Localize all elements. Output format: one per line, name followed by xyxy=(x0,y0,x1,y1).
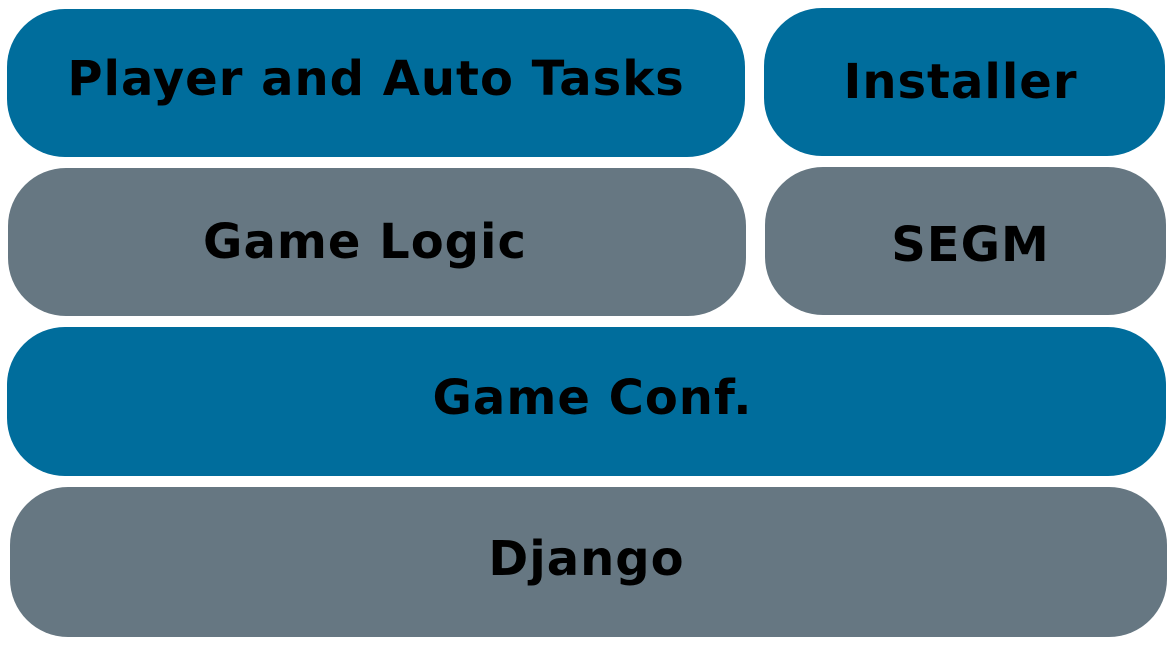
segm-label: SEGM xyxy=(891,217,1050,273)
django-block: Django xyxy=(10,487,1167,637)
django-label: Django xyxy=(488,531,685,587)
player-and-auto-tasks-block: Player and Auto Tasks xyxy=(7,9,745,157)
game-logic-label: Game Logic xyxy=(203,214,527,270)
game-conf-label: Game Conf. xyxy=(432,369,753,426)
game-conf-block: Game Conf. xyxy=(7,327,1166,476)
installer-label: Installer xyxy=(843,54,1078,110)
player-and-auto-tasks-label: Player and Auto Tasks xyxy=(67,51,685,107)
segm-block: SEGM xyxy=(765,167,1166,315)
game-logic-block: Game Logic xyxy=(8,168,746,316)
installer-block: Installer xyxy=(764,8,1165,156)
